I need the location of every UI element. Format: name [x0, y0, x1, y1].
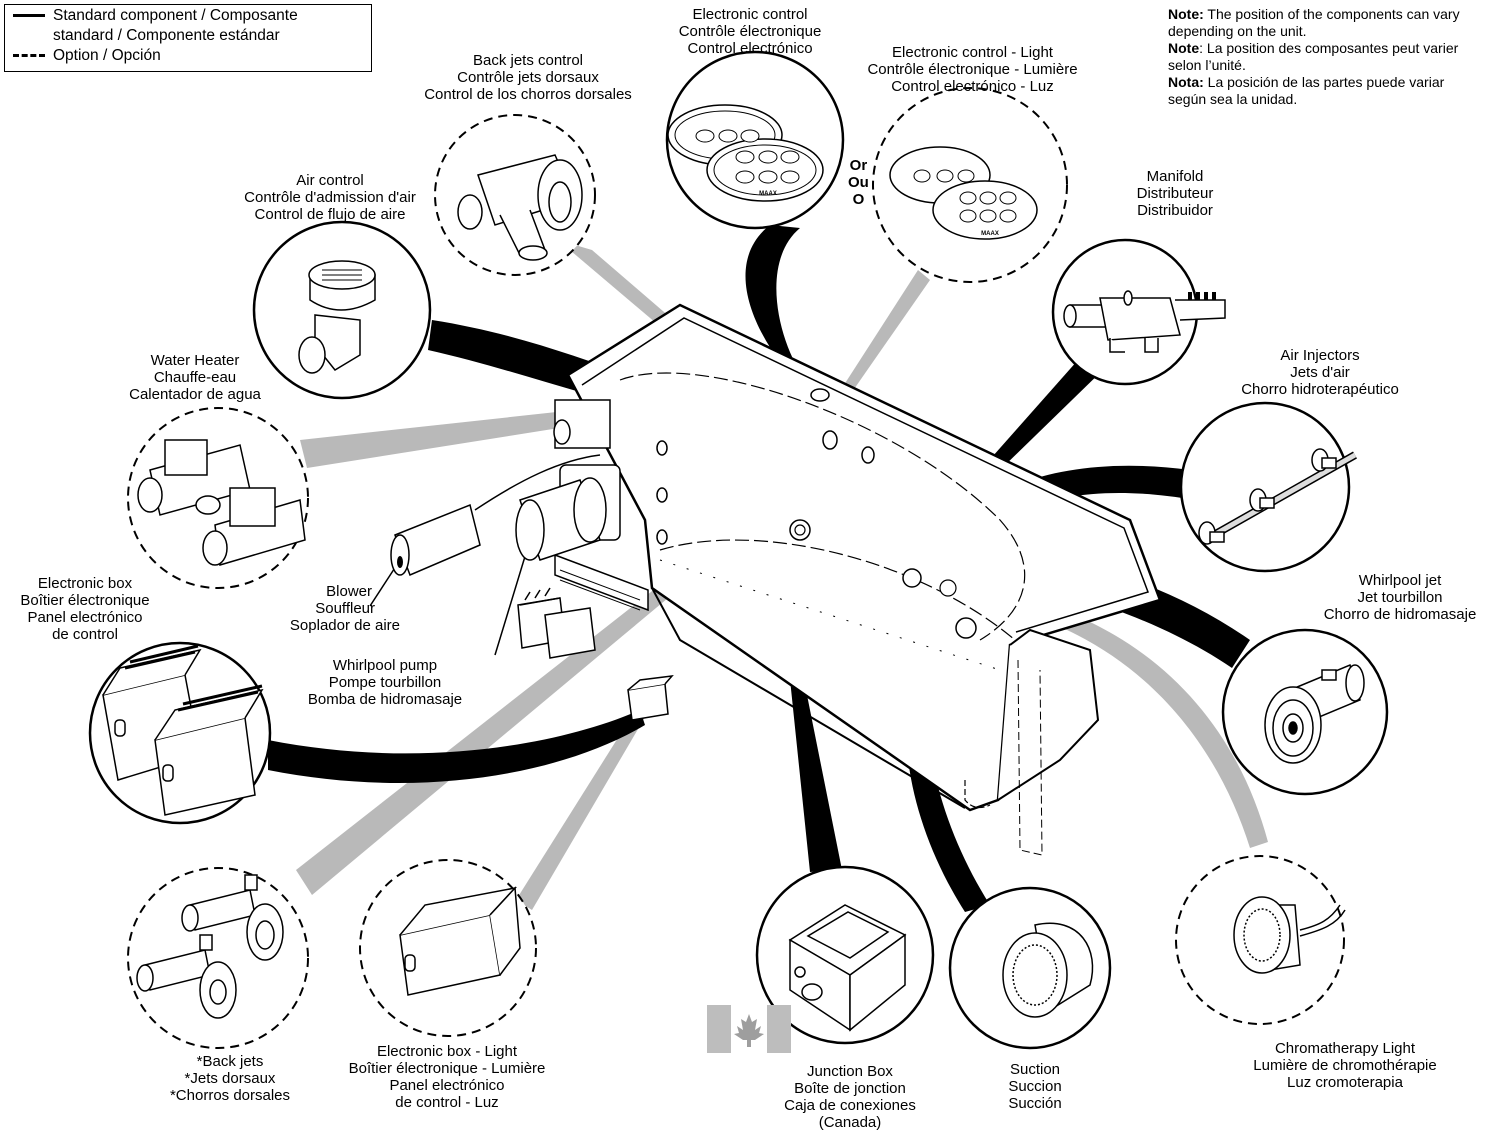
bathtub: [553, 303, 1162, 856]
fan-electronic-box-light: [516, 706, 648, 910]
chromatherapy-light-icon: [1233, 896, 1346, 974]
canada-flag-icon: [707, 1005, 791, 1053]
legend-option: Option / Opción: [53, 47, 161, 64]
note-fr-text: : La position des composantes peut varie…: [1168, 40, 1459, 73]
fan-manifold: [985, 360, 1108, 470]
back-jets-control-icon: [457, 154, 583, 261]
note-fr-label: Note: [1168, 40, 1200, 56]
note-en-label: Note:: [1168, 6, 1204, 22]
electronic-box-light-icon: [399, 886, 521, 996]
legend: Standard component / Composante standard…: [4, 4, 372, 72]
legend-standard: Standard component / Composante: [53, 7, 298, 24]
note-es-text: La posición de las partes puede variar s…: [1168, 74, 1445, 107]
suction-icon: [1002, 922, 1094, 1018]
legend-standard-2: standard / Componente estándar: [53, 27, 280, 44]
fan-chromatherapy: [950, 585, 1268, 848]
back-jets-icon: [136, 874, 284, 1019]
electronic-box-light-small-icon: [627, 675, 674, 721]
fan-junction-box: [788, 660, 842, 872]
whirlpool-jet-icon: [1264, 663, 1365, 764]
junction-box-icon: [788, 904, 907, 1032]
air-control-icon: [298, 260, 376, 374]
fan-air-injectors: [940, 465, 1195, 545]
fan-electronic-control: [745, 225, 822, 396]
note-block: Note: The position of the components can…: [1168, 6, 1473, 108]
fan-back-jets: [296, 588, 668, 895]
panel-brand-light: MAAX: [981, 231, 999, 237]
electronic-control-panel-icon: [667, 104, 824, 202]
fan-electronic-control-light: [842, 270, 930, 392]
manifold-icon: [1063, 290, 1226, 353]
circle-back-jets: [127, 867, 309, 1049]
label-back-jets: *Back jets*Jets dorsaux*Chorros dorsales: [169, 1053, 291, 1104]
whirlpool-pump-icon: [515, 477, 607, 561]
note-es-label: Nota:: [1168, 74, 1204, 90]
electronic-box-icon: [102, 644, 264, 816]
solid-line-swatch: [13, 14, 45, 18]
fan-water-heater: [300, 410, 578, 468]
dashed-line-swatch: [13, 54, 45, 58]
panel-brand: MAAX: [759, 191, 777, 197]
circle-air-injectors: [1179, 401, 1351, 573]
note-en-text: The position of the components can vary …: [1168, 6, 1460, 39]
pump-pointer: [494, 539, 531, 656]
water-heater-icon: [137, 439, 306, 566]
fan-electronic-box: [268, 710, 645, 783]
blower-icon: [390, 454, 601, 576]
electronic-box-small-icon: [517, 587, 596, 659]
air-injectors-icon: [1198, 448, 1357, 545]
or-label: Or Ou O: [848, 157, 869, 208]
electronic-control-light-panel-icon: [889, 146, 1038, 240]
